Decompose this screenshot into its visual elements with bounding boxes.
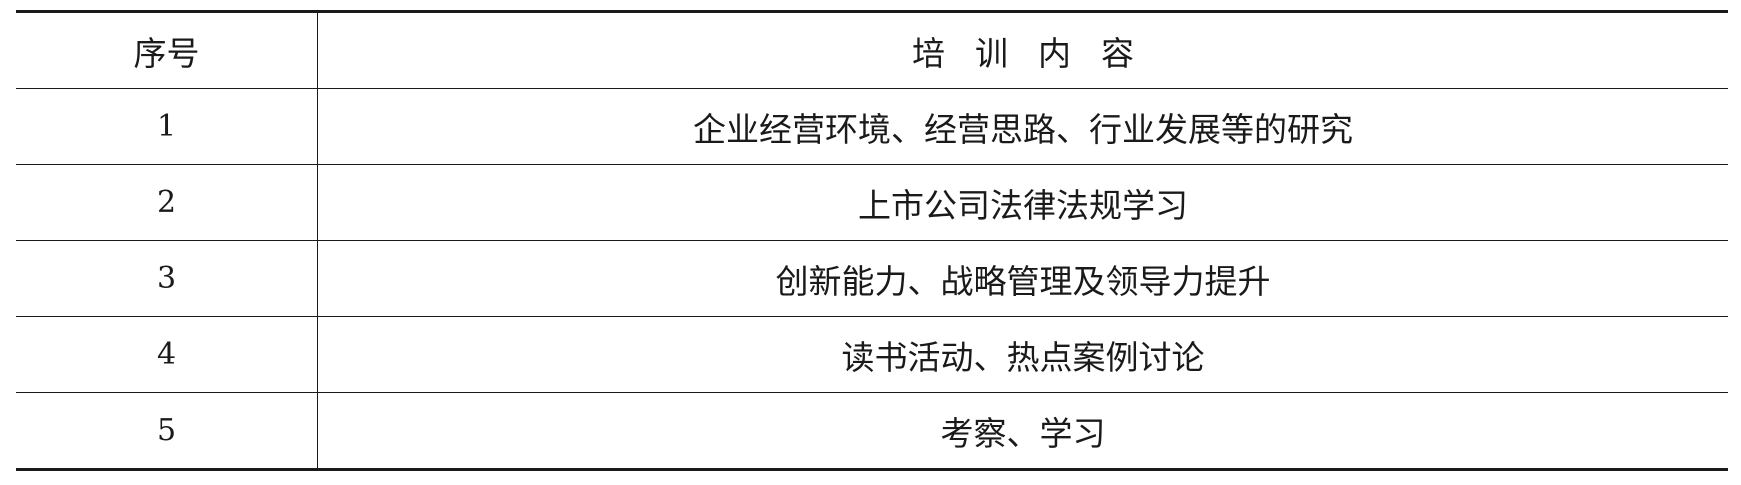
table-row: 3 创新能力、战略管理及领导力提升	[16, 240, 1728, 317]
row-serial-number: 2	[16, 164, 318, 241]
row-serial-number: 3	[16, 240, 318, 317]
row-serial-number: 1	[16, 88, 318, 165]
row-training-content: 读书活动、热点案例讨论	[317, 316, 1728, 393]
training-content-table: 序号 培训内容 1 企业经营环境、经营思路、行业发展等的研究 2 上市公司法律法…	[16, 10, 1728, 471]
training-table-container: 序号 培训内容 1 企业经营环境、经营思路、行业发展等的研究 2 上市公司法律法…	[16, 10, 1728, 471]
row-serial-number: 5	[16, 392, 318, 470]
table-row: 2 上市公司法律法规学习	[16, 164, 1728, 241]
row-training-content: 创新能力、战略管理及领导力提升	[317, 240, 1728, 317]
header-training-content: 培训内容	[317, 11, 1728, 89]
row-serial-number: 4	[16, 316, 318, 393]
row-training-content: 上市公司法律法规学习	[317, 164, 1728, 241]
header-serial-number: 序号	[16, 11, 318, 89]
table-row: 5 考察、学习	[16, 392, 1728, 470]
row-training-content: 考察、学习	[940, 413, 1106, 453]
row-training-content: 企业经营环境、经营思路、行业发展等的研究	[317, 88, 1728, 165]
table-row: 1 企业经营环境、经营思路、行业发展等的研究	[16, 88, 1728, 165]
table-header-row: 序号 培训内容	[16, 11, 1728, 89]
table-row: 4 读书活动、热点案例讨论	[16, 316, 1728, 393]
